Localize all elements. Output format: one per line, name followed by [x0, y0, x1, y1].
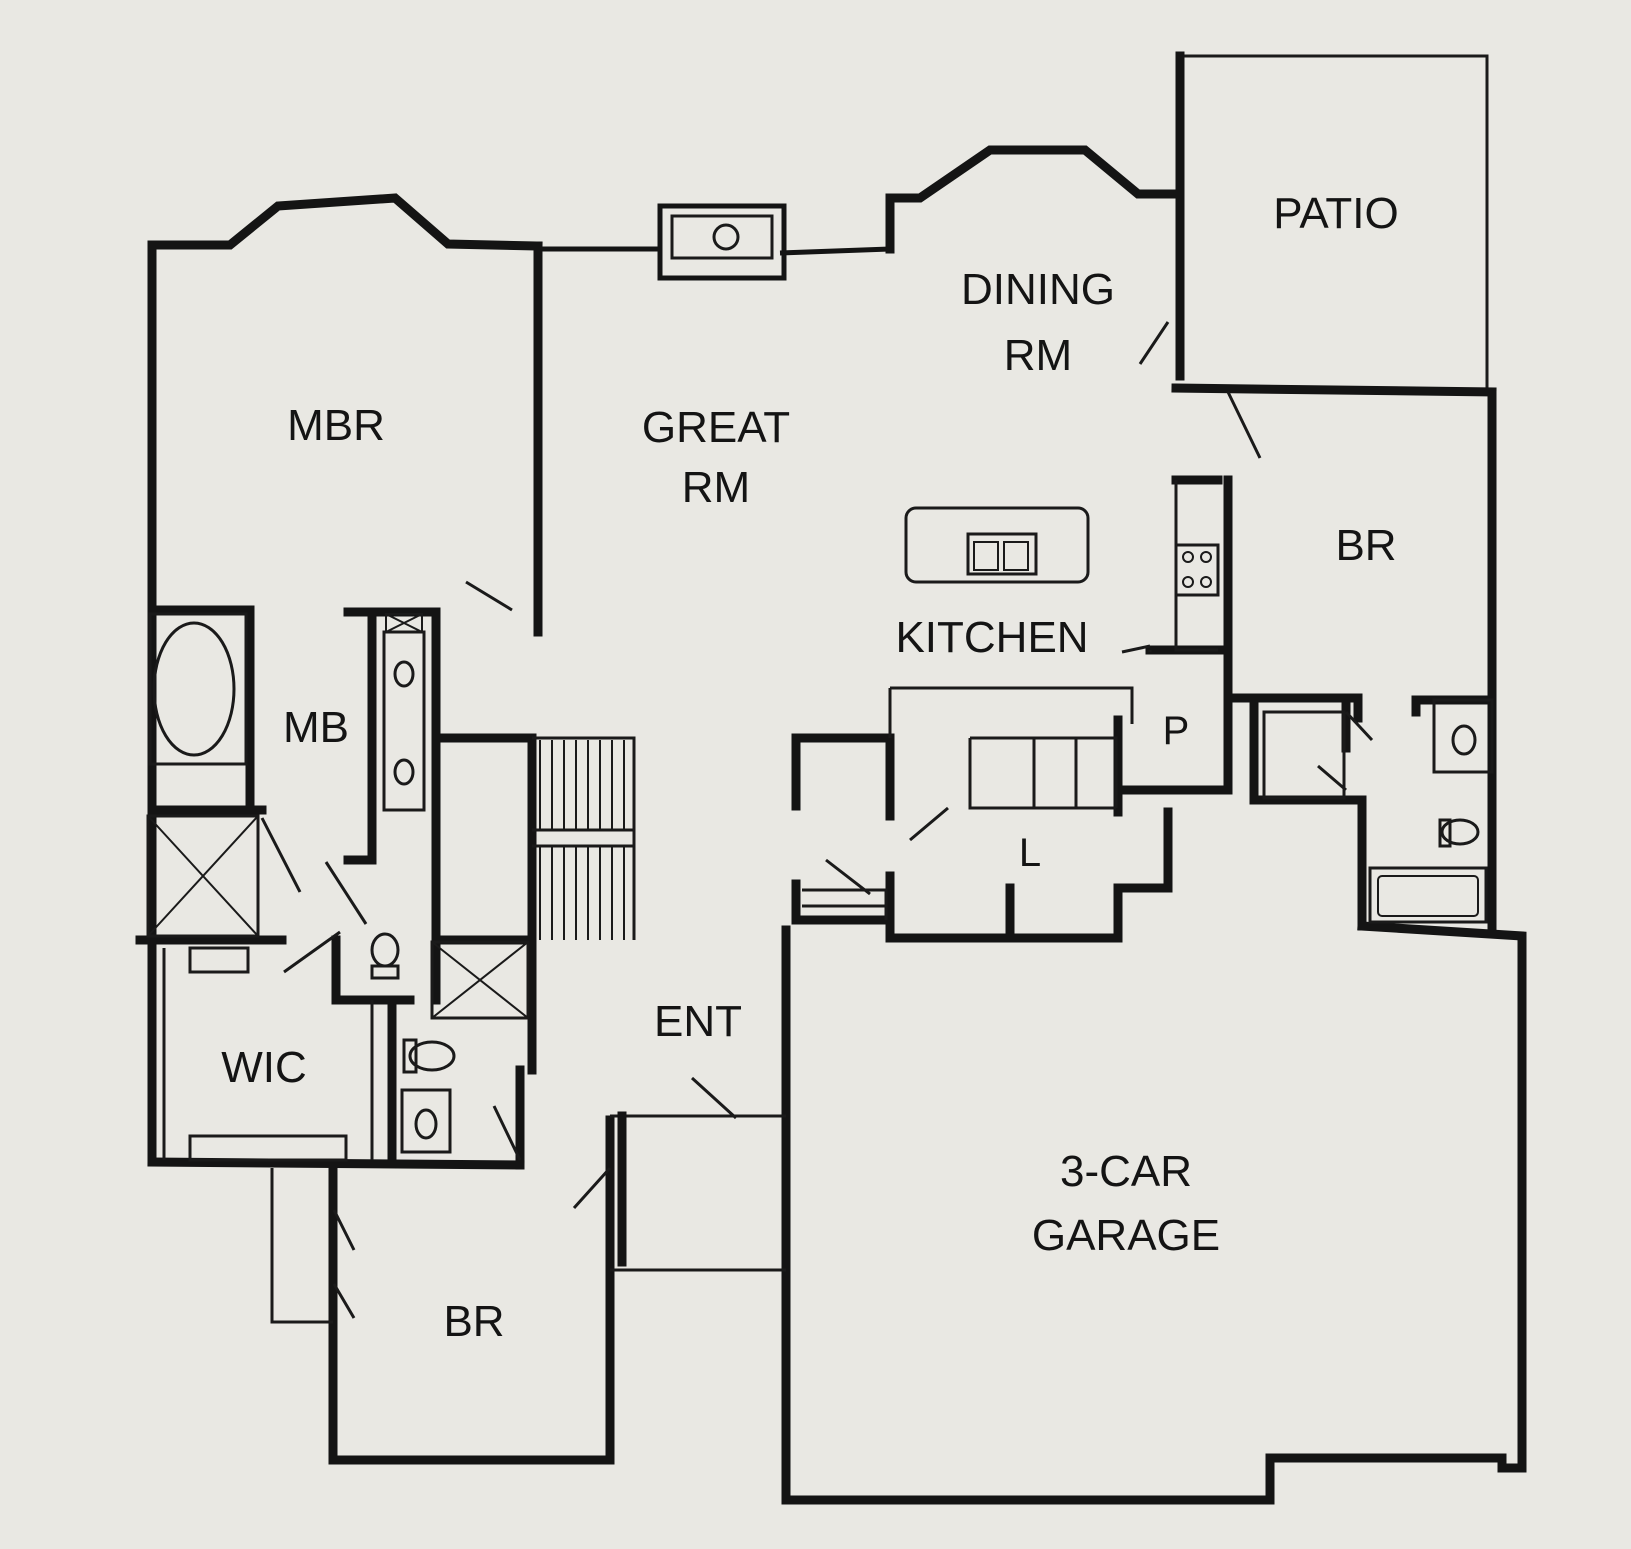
label-pantry: P	[1163, 709, 1190, 753]
doors	[260, 321, 1374, 1319]
label-garage-line1: 3-CAR	[1060, 1147, 1192, 1196]
cooktop-icon	[1174, 543, 1220, 597]
label-kitchen: KITCHEN	[895, 613, 1088, 662]
label-mbr: MBR	[287, 401, 385, 450]
label-wic: WIC	[221, 1043, 307, 1092]
vanity-sinks-icon	[382, 613, 426, 812]
kitchen-island	[904, 506, 1090, 584]
label-patio: PATIO	[1273, 189, 1399, 238]
label-br-east: BR	[1335, 521, 1396, 570]
label-laundry: L	[1019, 831, 1041, 875]
label-ent: ENT	[654, 997, 742, 1046]
shower-icon	[146, 814, 260, 938]
bathtub-icon	[148, 612, 248, 766]
fireplace-icon	[657, 203, 787, 281]
linen-closet	[430, 940, 530, 1020]
east-bath-fixtures	[1368, 698, 1494, 924]
label-br-south: BR	[443, 1297, 504, 1346]
toilet-icon	[370, 932, 400, 980]
closet-shelves	[188, 710, 1346, 1162]
label-mb: MB	[283, 703, 349, 752]
label-dining-rm-line2: RM	[1004, 331, 1072, 380]
label-great-rm-line2: RM	[682, 463, 750, 512]
exterior-walls	[147, 51, 1527, 1505]
hall-bath-fixtures	[400, 1038, 456, 1154]
interior-walls	[135, 475, 1497, 1170]
label-great-rm-line1: GREAT	[642, 403, 790, 452]
label-garage-line2: GARAGE	[1032, 1211, 1220, 1260]
room-labels: MBR GREAT RM DINING RM PATIO KITCHEN BR …	[221, 189, 1399, 1346]
stairs	[532, 740, 634, 940]
label-dining-rm-line1: DINING	[961, 265, 1115, 314]
